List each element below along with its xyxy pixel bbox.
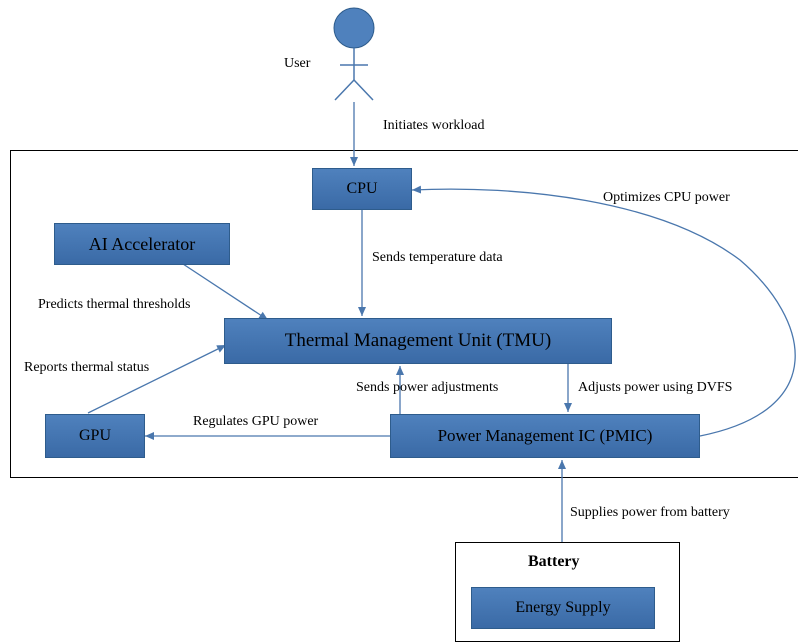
user-actor-icon	[333, 7, 375, 101]
user-label: User	[284, 56, 311, 71]
edge-label-predicts: Predicts thermal thresholds	[38, 297, 191, 312]
battery-title: Battery	[528, 553, 580, 570]
edge-label-supplies: Supplies power from battery	[570, 505, 730, 520]
tmu-box: Thermal Management Unit (TMU)	[224, 318, 612, 364]
ai-accelerator-box: AI Accelerator	[54, 223, 230, 265]
gpu-box: GPU	[45, 414, 145, 458]
edge-label-reports: Reports thermal status	[24, 360, 150, 375]
energy-supply-box: Energy Supply	[471, 587, 655, 629]
edge-pmic-cpu	[411, 185, 796, 437]
edge-label-initiates: Initiates workload	[383, 118, 485, 133]
edge-label-adjusts: Adjusts power using DVFS	[578, 380, 733, 395]
pmic-box: Power Management IC (PMIC)	[390, 414, 700, 458]
system-boundary	[10, 150, 798, 478]
edge-gpu-tmu	[87, 344, 227, 414]
edge-label-sends-temp: Sends temperature data	[372, 250, 503, 265]
edge-label-optimizes: Optimizes CPU power	[603, 190, 730, 205]
edge-label-regulates: Regulates GPU power	[193, 414, 319, 429]
edge-ai-tmu	[179, 261, 269, 321]
edge-label-sends-power: Sends power adjustments	[356, 380, 499, 395]
cpu-box: CPU	[312, 168, 412, 210]
